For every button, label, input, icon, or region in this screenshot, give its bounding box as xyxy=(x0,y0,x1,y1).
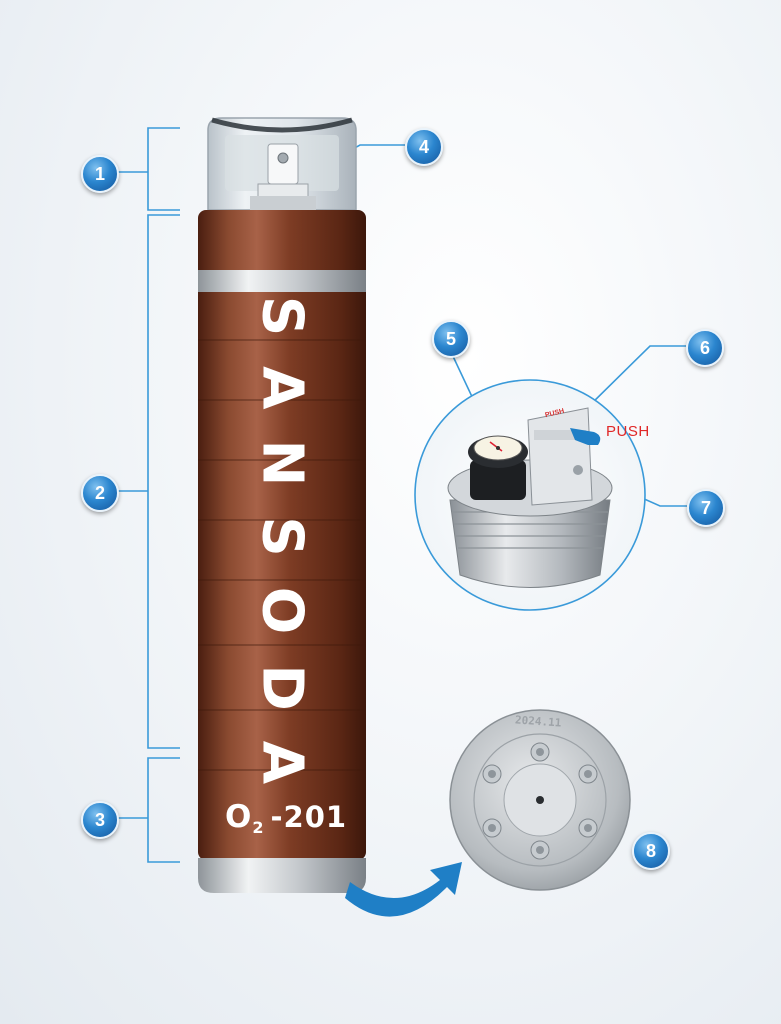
callout-badge-4: 4 xyxy=(405,128,443,166)
push-label: PUSH xyxy=(606,423,650,440)
copper-body xyxy=(198,210,366,860)
bracket-2-line xyxy=(147,214,180,749)
valve-detail-inset xyxy=(414,379,646,611)
callout-badge-1: 1 xyxy=(81,155,119,193)
silver-ring xyxy=(198,270,366,292)
nozzle xyxy=(267,143,299,185)
model-number: -201 xyxy=(270,800,348,834)
callout-badge-2: 2 xyxy=(81,474,119,512)
curved-arrow-icon xyxy=(345,862,462,917)
model-prefix: O xyxy=(225,799,253,835)
callout-badge-6: 6 xyxy=(686,329,724,367)
silver-base-ring xyxy=(198,858,366,893)
oxygen-canister xyxy=(198,117,366,893)
model-subscript: 2 xyxy=(252,818,265,837)
leader-6-line xyxy=(584,345,686,411)
bracket-3-line xyxy=(147,757,180,863)
callout-badge-3: 3 xyxy=(81,801,119,839)
bottom-plate xyxy=(449,709,631,891)
press-finger-icon xyxy=(570,428,601,445)
callout-badge-5: 5 xyxy=(432,320,470,358)
model-label: O2 -201 xyxy=(225,799,355,837)
brand-name: SANSODA xyxy=(249,295,315,815)
callout-badge-8: 8 xyxy=(632,832,670,870)
callout-badge-7: 7 xyxy=(687,489,725,527)
pressure-gauge xyxy=(470,460,526,500)
push-button-valve xyxy=(527,407,593,506)
bracket-1-line xyxy=(147,127,180,211)
